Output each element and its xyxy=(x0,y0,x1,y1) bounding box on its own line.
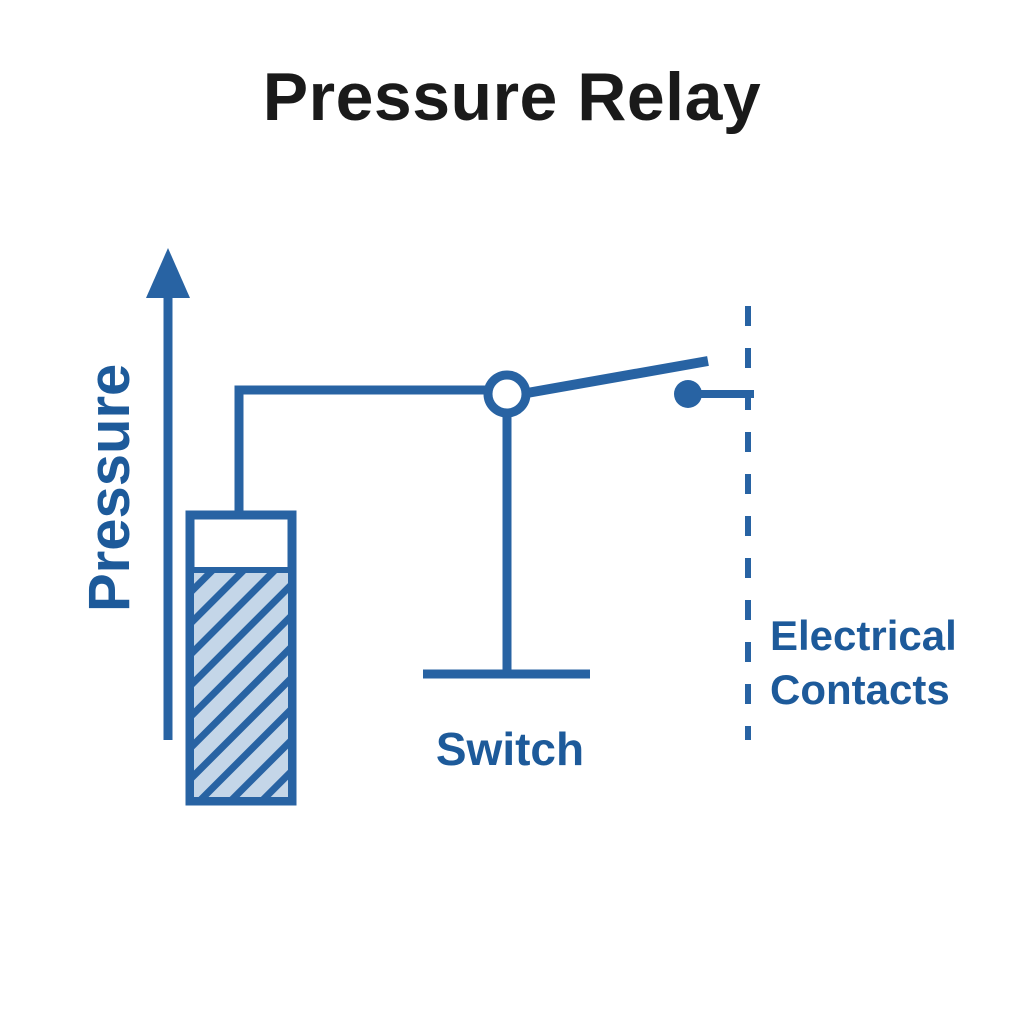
pressure-arrow-head xyxy=(146,248,190,298)
pressure-arrow xyxy=(146,248,190,740)
linkage-rod xyxy=(234,385,488,515)
pivot-icon xyxy=(483,370,531,418)
diagram-title: Pressure Relay xyxy=(262,59,762,135)
switch-lever xyxy=(526,356,709,398)
pressure-label: Pressure xyxy=(77,364,142,612)
electrical-contacts-label-line1: Electrical xyxy=(770,612,957,659)
electrical-contacts-label-line2: Contacts xyxy=(770,666,950,713)
chamber-hatched-fluid xyxy=(194,572,288,797)
pressure-chamber xyxy=(185,510,297,806)
switch-label: Switch xyxy=(436,723,584,775)
